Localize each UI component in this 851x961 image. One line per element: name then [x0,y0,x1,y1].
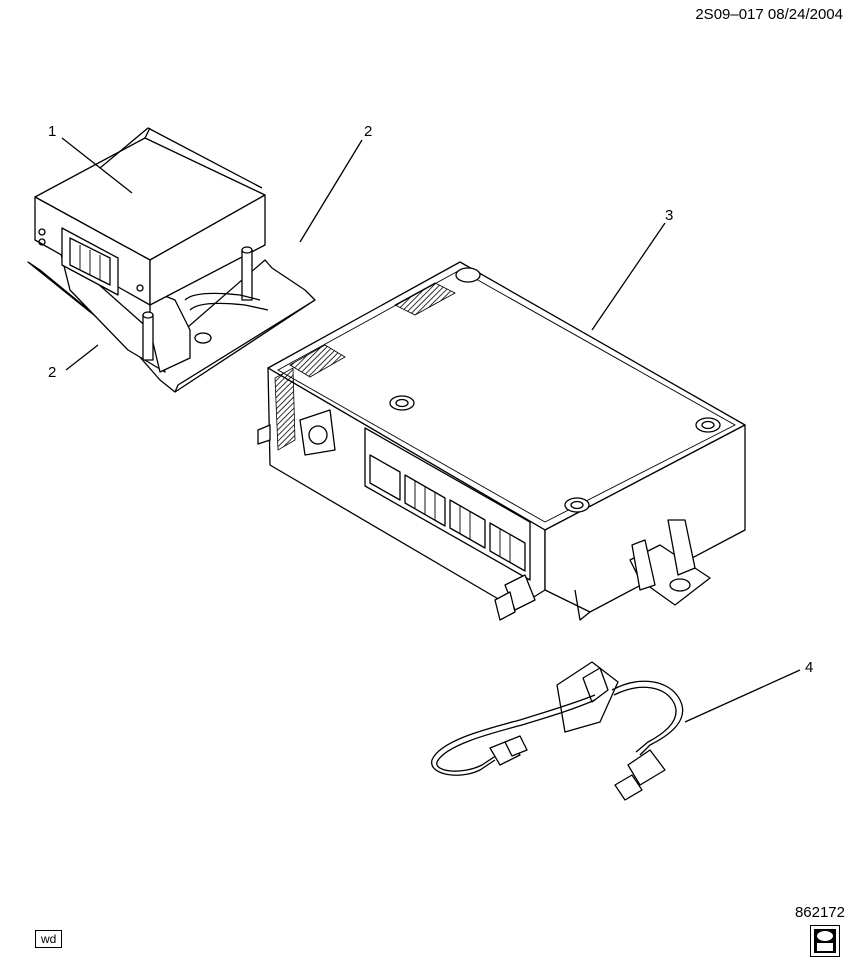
leader-line-3 [591,222,666,331]
wd-tag: wd [35,930,63,948]
callout-3: 3 [665,207,673,224]
gm-spo-logo-icon [810,925,840,957]
callout-2-lower: 2 [48,364,56,381]
part-4-wire-harness [431,661,684,801]
leader-line-2-lower [65,344,99,371]
callout-2-upper: 2 [364,123,372,140]
diagram-reference-header: 2S09–017 08/24/2004 [695,6,843,23]
leader-line-2-upper [299,139,363,243]
callout-1: 1 [48,123,56,140]
drawing-number: 862172 [794,904,845,921]
part-3-control-module [257,261,746,621]
callout-4: 4 [805,659,813,676]
leader-line-4 [684,669,801,723]
leader-line-1 [61,137,133,194]
part-1-module-with-bracket [27,127,316,393]
